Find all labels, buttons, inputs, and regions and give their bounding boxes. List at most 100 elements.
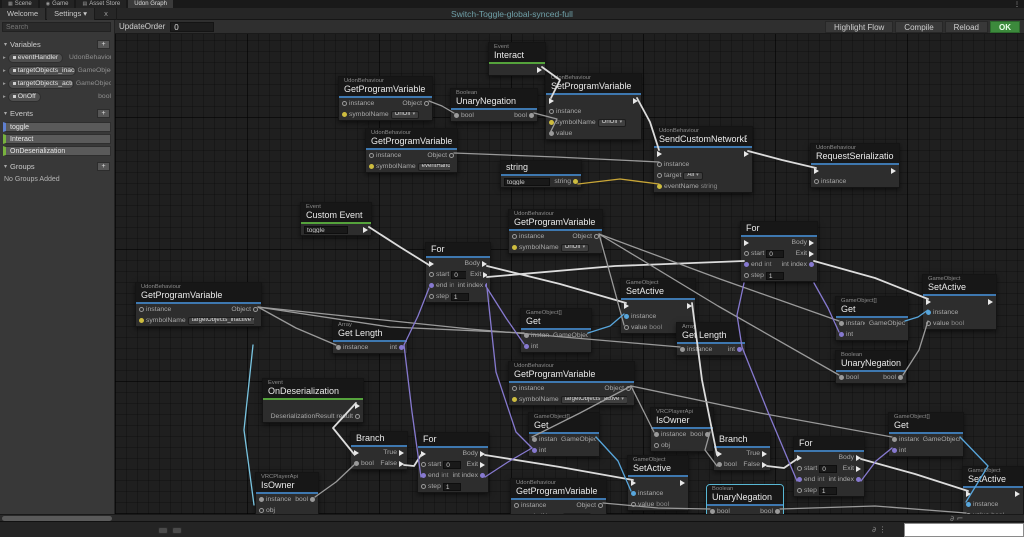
- value-field[interactable]: 0: [443, 460, 462, 469]
- get-node[interactable]: GameObject[]GetinstanceGameObjectint: [520, 308, 592, 353]
- update-order-field[interactable]: 0: [170, 21, 215, 32]
- flow-port[interactable]: [624, 302, 629, 309]
- variable-item-targetobjects-active[interactable]: ▸targetObjects_activeGameObject[]: [0, 77, 114, 90]
- flow-port[interactable]: [762, 461, 767, 468]
- port-gray[interactable]: [797, 466, 802, 471]
- flow-port[interactable]: [809, 239, 814, 246]
- flow-port[interactable]: [429, 260, 434, 267]
- port-purple-filled[interactable]: [839, 332, 844, 337]
- port-purple-filled[interactable]: [809, 262, 814, 267]
- port-gray[interactable]: [259, 508, 264, 513]
- variable-pill[interactable]: OnOff: [7, 91, 41, 102]
- flow-port[interactable]: [717, 450, 722, 457]
- flow-port[interactable]: [797, 454, 802, 461]
- port-gray-filled[interactable]: [705, 432, 710, 437]
- variables-section-header[interactable]: ▾ Variables +: [0, 38, 114, 51]
- port-gray-filled[interactable]: [529, 113, 534, 118]
- value-field[interactable]: 1: [818, 486, 837, 495]
- port-gray-filled[interactable]: [654, 432, 659, 437]
- flow-port[interactable]: [687, 302, 692, 309]
- dropdown[interactable]: All: [683, 171, 703, 180]
- port-yellow-filled[interactable]: [342, 112, 347, 117]
- port-purple-filled[interactable]: [485, 283, 487, 288]
- port-yellow-filled[interactable]: [657, 184, 662, 189]
- flow-port[interactable]: [657, 150, 662, 157]
- flow-port[interactable]: [814, 167, 819, 174]
- port-yellow-filled[interactable]: [573, 179, 578, 184]
- variable-pill[interactable]: targetObjects_inactive: [7, 65, 76, 76]
- flow-port[interactable]: [988, 298, 993, 305]
- value-field[interactable]: 0: [451, 270, 467, 279]
- port-blue-filled[interactable]: [966, 502, 971, 507]
- value-field[interactable]: 1: [765, 271, 784, 280]
- port-gray[interactable]: [369, 153, 374, 158]
- flow-port[interactable]: [680, 479, 685, 486]
- dropdown[interactable]: OnOff: [597, 118, 627, 127]
- variable-item-targetobjects-inactive[interactable]: ▸targetObjects_inactiveGameObject[]: [0, 64, 114, 77]
- port-yellow-filled[interactable]: [512, 245, 517, 250]
- port-gray-filled[interactable]: [532, 437, 537, 442]
- flow-port[interactable]: [480, 450, 485, 457]
- port-blue-filled[interactable]: [624, 314, 629, 319]
- port-gray[interactable]: [421, 484, 426, 489]
- horizontal-scrollbar[interactable]: [0, 514, 1024, 521]
- port-yellow-filled[interactable]: [512, 397, 517, 402]
- add-group-button[interactable]: +: [97, 162, 110, 171]
- port-gray-filled[interactable]: [717, 462, 722, 467]
- flow-port[interactable]: [537, 66, 542, 73]
- port-gray[interactable]: [814, 179, 819, 184]
- search-input[interactable]: [2, 22, 111, 32]
- port-gray[interactable]: [626, 386, 631, 391]
- port-gray[interactable]: [139, 307, 144, 312]
- port-gray[interactable]: [631, 502, 636, 507]
- get-node[interactable]: GameObject[]GetinstanceGameObjectint: [528, 412, 600, 457]
- window-tab-scene[interactable]: ▦Scene: [2, 0, 38, 8]
- scrollbar-thumb[interactable]: [2, 516, 112, 521]
- dropdown[interactable]: eventHandler: [417, 162, 450, 171]
- dropdown[interactable]: OnOff: [560, 243, 590, 252]
- dropdown[interactable]: OnOff: [390, 110, 420, 119]
- window-tab-udon-graph[interactable]: Udon Graph: [128, 0, 173, 8]
- flow-port[interactable]: [1015, 490, 1020, 497]
- flow-port[interactable]: [809, 250, 814, 257]
- port-gray[interactable]: [598, 503, 603, 508]
- port-purple-filled[interactable]: [744, 262, 749, 267]
- more-menu-icon[interactable]: ⋮: [1014, 1, 1020, 8]
- port-gray[interactable]: [253, 307, 258, 312]
- port-purple-filled[interactable]: [737, 347, 742, 352]
- port-gray-filled[interactable]: [898, 375, 903, 380]
- flow-port[interactable]: [966, 490, 971, 497]
- port-gray[interactable]: [355, 414, 360, 419]
- port-gray[interactable]: [657, 173, 662, 178]
- highlight-flow-button[interactable]: Highlight Flow: [825, 20, 894, 33]
- flow-port[interactable]: [762, 450, 767, 457]
- flow-port[interactable]: [480, 461, 485, 468]
- get-node[interactable]: GameObject[]GetinstanceGameObjectint: [888, 412, 964, 457]
- value-field[interactable]: 1: [442, 482, 461, 491]
- port-yellow-filled[interactable]: [369, 164, 374, 169]
- flow-port[interactable]: [355, 402, 360, 409]
- port-gray[interactable]: [654, 443, 659, 448]
- event-item-interact[interactable]: Interact: [3, 134, 111, 144]
- variable-item-eventhandler[interactable]: ▸eventHandlerUdonBehaviour: [0, 51, 114, 64]
- value-field[interactable]: toggle: [304, 225, 348, 234]
- flow-port[interactable]: [482, 260, 487, 267]
- port-purple-filled[interactable]: [892, 448, 897, 453]
- port-gray[interactable]: [421, 462, 426, 467]
- port-gray-filled[interactable]: [549, 131, 554, 136]
- port-gray-filled[interactable]: [710, 509, 715, 514]
- flow-port[interactable]: [744, 150, 749, 157]
- port-blue-filled[interactable]: [926, 310, 931, 315]
- add-variable-button[interactable]: +: [97, 40, 110, 49]
